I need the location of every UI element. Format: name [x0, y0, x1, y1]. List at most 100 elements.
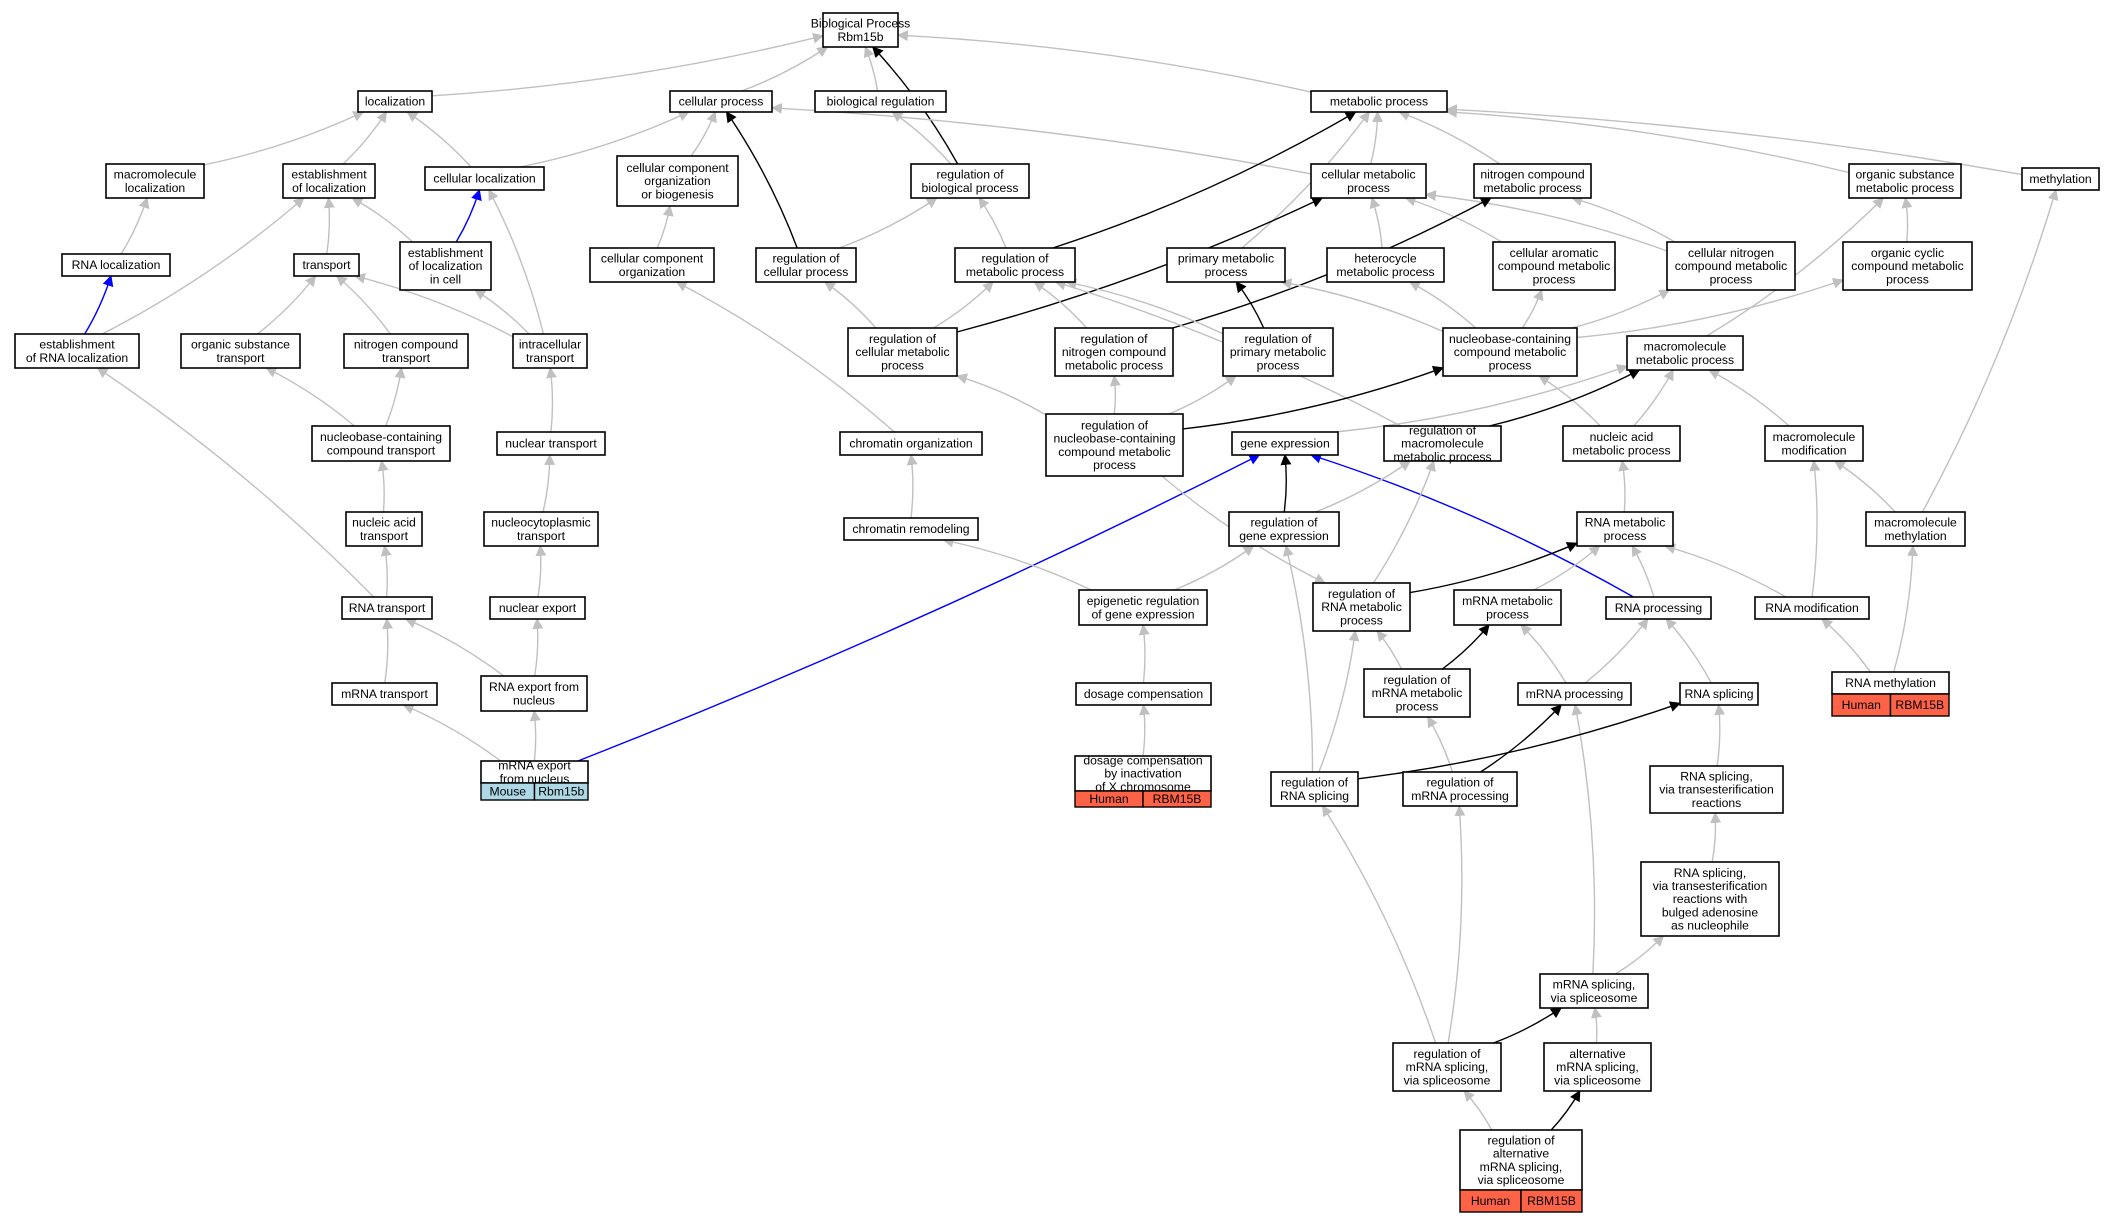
go-term-node-nuctrans[interactable]: nuclear transport — [496, 431, 606, 456]
go-term-node-mrnaproc[interactable]: mRNA processing — [1517, 682, 1632, 706]
go-term-node-rnasplicetrans[interactable]: RNA splicing,via transesterificationreac… — [1649, 765, 1784, 814]
go-term-node-cellproc[interactable]: cellular process — [669, 90, 773, 113]
node-label-line: metabolic process — [1330, 95, 1428, 109]
species-tag-label: Rbm15b — [538, 785, 584, 799]
go-term-node-geneexp[interactable]: gene expression — [1231, 431, 1339, 456]
go-term-node-metab[interactable]: metabolic process — [1310, 90, 1448, 113]
node-box — [616, 155, 739, 207]
edge-regnitrometab-to-regmetab — [1033, 281, 1088, 329]
node-box — [1754, 596, 1870, 620]
go-term-node-mrnasplicesp[interactable]: mRNA splicing,via spliceosome — [1539, 973, 1649, 1009]
go-term-node-rnamod[interactable]: RNA modification — [1754, 596, 1870, 620]
go-term-node-loc[interactable]: localization — [357, 90, 433, 113]
go-term-node-regnucleob[interactable]: regulation ofnucleobase-containingcompou… — [1045, 413, 1184, 477]
node-box — [1363, 668, 1471, 718]
go-term-node-nucexport[interactable]: nuclear export — [489, 596, 586, 620]
go-term-node-bioreg[interactable]: biological regulation — [814, 90, 947, 113]
edge-nucleob-to-primmetab — [1280, 278, 1444, 333]
node-box — [1075, 682, 1212, 706]
node-label-line: RNA methylation — [1845, 676, 1936, 690]
node-label-line: mRNA transport — [341, 687, 428, 701]
node-label-line: compound metabolic — [1454, 345, 1566, 359]
species-tag-label: RBM15B — [1527, 1194, 1576, 1208]
node-box — [1626, 335, 1744, 371]
go-term-node-rnasplicing[interactable]: RNA splicing — [1679, 682, 1759, 706]
go-term-node-rnatrans[interactable]: RNA transport — [341, 596, 433, 620]
edge-macromod-to-macrometab — [1708, 369, 1790, 427]
edge-dosageinact-to-dosage — [1139, 703, 1151, 757]
node-box — [424, 166, 545, 191]
edge-rnasplicebulged-to-rnasplicetrans — [1710, 811, 1722, 863]
go-term-node-cellloc[interactable]: cellular localization — [424, 166, 545, 191]
edge-epigen-to-chromrem — [942, 536, 1092, 591]
go-term-node-mrnatrans[interactable]: mRNA transport — [331, 682, 438, 706]
edge-layer — [84, 30, 2059, 1131]
edge-macrometab-to-orgsub — [1706, 197, 1885, 337]
go-term-node-dosage[interactable]: dosage compensation — [1075, 682, 1212, 706]
edge-regrnasplice-to-regrnametab — [1318, 629, 1360, 773]
go-term-node-chromrem[interactable]: chromatin remodeling — [843, 517, 979, 541]
go-term-node-rnasplicebulged[interactable]: RNA splicing,via transesterificationreac… — [1640, 861, 1780, 937]
node-label-line: macromolecule — [114, 168, 197, 182]
node-box — [1310, 163, 1427, 199]
go-term-node-chromorg[interactable]: chromatin organization — [839, 431, 983, 456]
node-label-line: cellular process — [679, 95, 764, 109]
edge-regprimmetab-to-regmetab — [1065, 278, 1224, 335]
go-term-node-transport[interactable]: transport — [293, 253, 360, 277]
node-label-line: cellular localization — [433, 172, 535, 186]
go-term-node-methyl[interactable]: methylation — [2021, 167, 2100, 191]
go-term-node-rnaproc[interactable]: RNA processing — [1605, 596, 1712, 620]
go-term-node-rnaloc[interactable]: RNA localization — [61, 253, 171, 277]
edge-cellarom-to-cellmetab — [1404, 195, 1502, 243]
